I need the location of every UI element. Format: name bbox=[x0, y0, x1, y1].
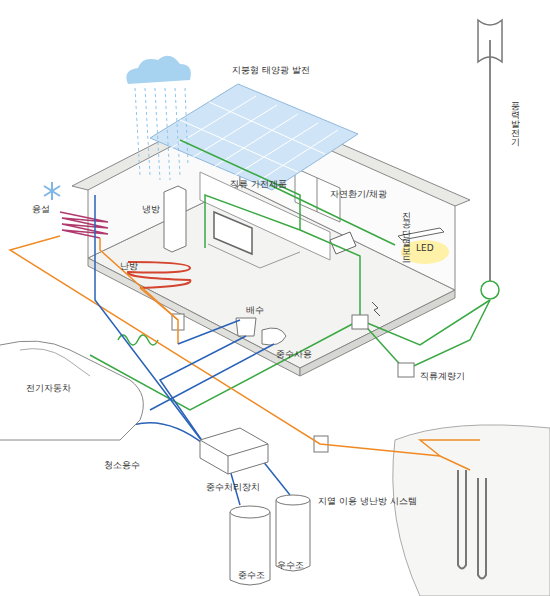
cooling-unit bbox=[164, 186, 186, 252]
toilet bbox=[262, 328, 286, 345]
callout-label: 진공단열보드 bbox=[401, 205, 411, 259]
tv bbox=[214, 212, 252, 254]
callout-label: 중수조 bbox=[238, 571, 265, 581]
ground bbox=[393, 425, 550, 596]
cloud bbox=[126, 56, 191, 84]
callout-label: LED bbox=[416, 244, 434, 254]
callout-label: 청소용수 bbox=[104, 461, 140, 471]
turbine-pole bbox=[489, 40, 491, 285]
floor-edge bbox=[300, 290, 455, 376]
callout-label: 중수처리장치 bbox=[206, 483, 260, 493]
snowflake bbox=[44, 182, 60, 200]
callout-label: 자연환기/채광 bbox=[330, 190, 387, 200]
callout-label: 중수사용 bbox=[276, 350, 312, 360]
callout-label: 지열 이용 냉난방 시스템 bbox=[318, 497, 417, 507]
callout-label: 냉방 bbox=[142, 205, 160, 215]
callout-label: 지붕형 태양광 발전 bbox=[232, 66, 310, 76]
geothermal-pipes bbox=[458, 470, 486, 579]
dc-meter bbox=[398, 363, 414, 377]
callout-label: 융설 bbox=[32, 205, 50, 215]
water-lines bbox=[95, 195, 290, 505]
wireless-mark bbox=[372, 302, 380, 316]
rain-water-tank bbox=[276, 500, 310, 571]
turbine-blades bbox=[478, 20, 502, 62]
electric-lines bbox=[90, 140, 490, 410]
callout-label: 풍력발전기 bbox=[510, 95, 520, 140]
ev-coil bbox=[118, 335, 158, 345]
electric-car bbox=[0, 341, 143, 440]
laptop bbox=[330, 232, 356, 254]
callout-label: 우수조 bbox=[277, 561, 304, 571]
callout-label: 직류계량기 bbox=[420, 372, 465, 382]
callout-label: 난방 bbox=[120, 262, 138, 272]
grey-water-tank bbox=[230, 512, 270, 585]
solar-grid bbox=[168, 96, 338, 184]
floor-edge bbox=[88, 258, 300, 376]
meter-box bbox=[352, 315, 368, 329]
callout-label: 배수 bbox=[246, 306, 264, 316]
snow-melt-coil bbox=[60, 212, 108, 238]
turbine-base bbox=[481, 281, 499, 299]
rain bbox=[135, 88, 188, 180]
callout-label: 직류 가전제품 bbox=[230, 180, 287, 190]
treatment-device bbox=[200, 428, 268, 474]
callout-label: 전기자동차 bbox=[26, 384, 71, 394]
